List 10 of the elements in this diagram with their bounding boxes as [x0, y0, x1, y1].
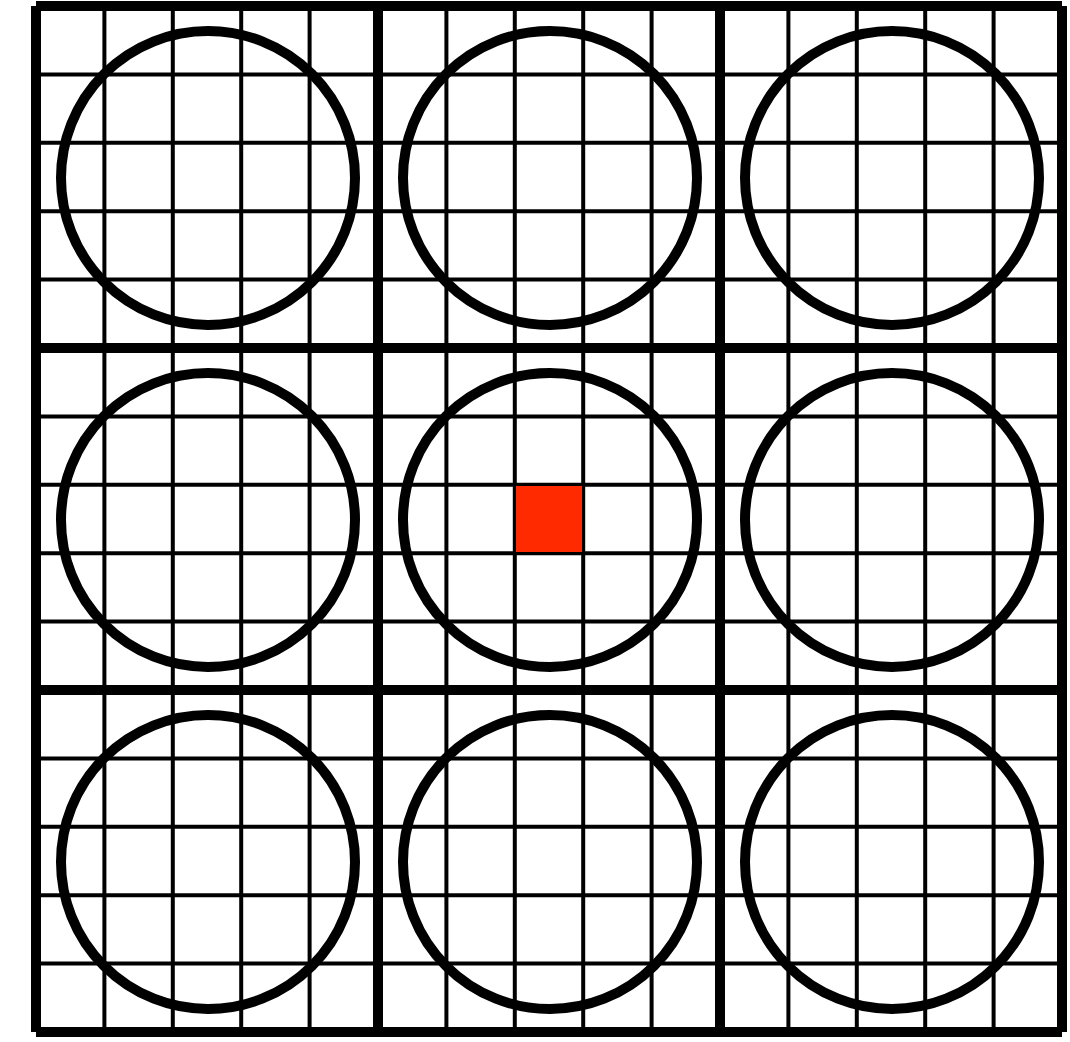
circle-outline	[397, 25, 701, 329]
circle-outline	[739, 25, 1043, 329]
circle-outline	[397, 709, 701, 1013]
circle-outline	[739, 367, 1043, 671]
circle-outline	[55, 25, 359, 329]
marker-square	[516, 486, 582, 552]
circle-outline	[739, 709, 1043, 1013]
circle-outline	[397, 367, 701, 671]
circle-outline	[55, 709, 359, 1013]
circle-outline	[55, 367, 359, 671]
